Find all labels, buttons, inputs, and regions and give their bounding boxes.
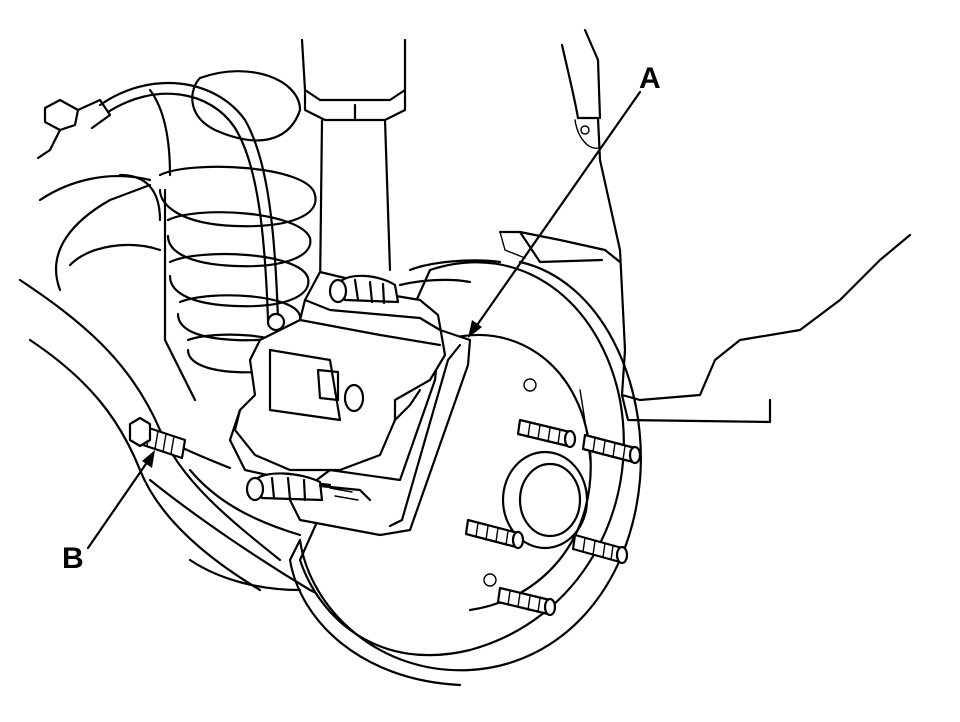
callout-b: B	[62, 450, 155, 575]
wheel-stud	[516, 418, 577, 449]
strut-assembly	[300, 38, 407, 292]
mounting-bolt	[128, 416, 232, 470]
callout-a-leader	[473, 90, 642, 330]
wheel-stud	[581, 433, 642, 465]
callout-b-leader	[86, 456, 152, 550]
caliper-bracket	[288, 328, 472, 537]
callout-b-arrowhead	[142, 450, 155, 468]
brake-caliper	[228, 270, 447, 502]
callout-a: A	[468, 62, 661, 338]
wheel-studs	[464, 418, 642, 617]
callout-a-arrowhead	[468, 320, 482, 338]
wheel-stud	[464, 518, 525, 550]
wheel-stud	[571, 533, 629, 565]
wheel-well-panel	[498, 28, 912, 424]
brake-hose	[36, 81, 286, 332]
wheel-stud	[496, 586, 557, 617]
callout-a-label: A	[639, 62, 661, 95]
brake-rotor	[288, 259, 642, 687]
callout-b-label: B	[62, 542, 84, 575]
